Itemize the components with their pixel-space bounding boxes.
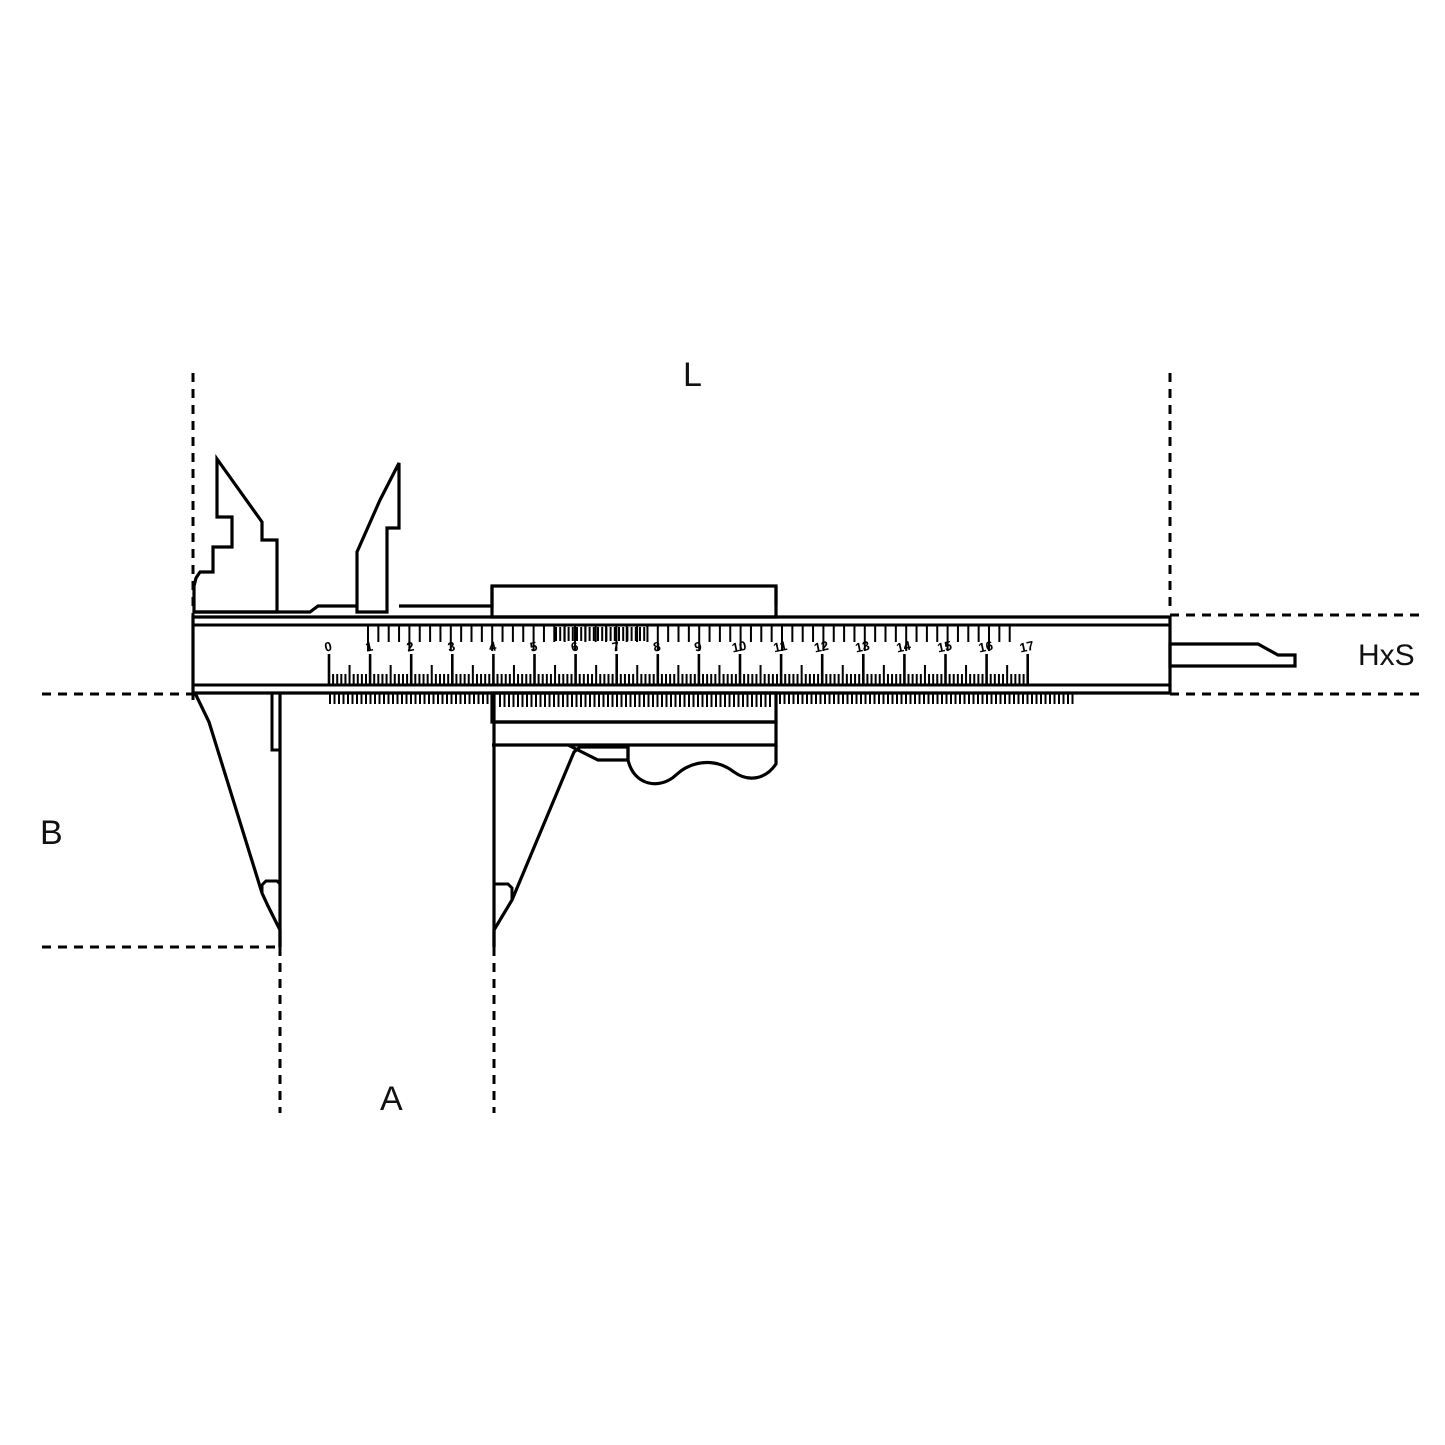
beam-top-to-slider	[399, 586, 494, 608]
fixed-lower-jaw-measuring-face	[260, 879, 282, 893]
fixed-lower-jaw-step	[270, 693, 280, 752]
dimension-label-A: A	[380, 1080, 403, 1118]
vernier-slider-top-body	[490, 584, 778, 619]
beam-outline	[191, 615, 1172, 695]
scale-number: 12	[813, 638, 830, 656]
scale-number: 13	[854, 638, 871, 656]
thumb-roll-bracket	[567, 743, 630, 762]
dimension-label-B: B	[40, 814, 63, 852]
thumb-roll	[626, 745, 778, 786]
graduated-beam	[191, 586, 1172, 695]
scale-number: 9	[693, 639, 703, 655]
scale-number: 17	[1018, 638, 1035, 656]
depth-measuring-rod	[1168, 642, 1297, 668]
scale-number: 10	[730, 638, 747, 656]
scale-number: 14	[895, 638, 913, 656]
main-scale-graduations	[327, 654, 1029, 685]
scale-number: 11	[772, 638, 789, 656]
fixed-upper-knife-jaw	[192, 454, 279, 614]
scale-number: 1	[364, 639, 374, 655]
dimension-label-L: L	[683, 356, 702, 394]
vernier-slider-bottom-body2	[492, 720, 778, 747]
fixed-lower-jaw-outer	[193, 692, 282, 947]
sliding-lower-jaw-measuring-face	[494, 882, 514, 900]
vernier-scale-graduations	[329, 627, 1074, 707]
upper-scale-graduations	[367, 625, 1011, 651]
dimension-label-HxS: HxS	[1358, 639, 1415, 672]
scale-number: 15	[936, 638, 953, 656]
dimension-extension-lines	[42, 373, 1425, 1113]
sliding-lower-jaw-outer	[492, 745, 628, 947]
beam-left-top-step	[277, 604, 357, 614]
scale-number: 0	[323, 639, 333, 655]
sliding-upper-knife-jaw	[355, 462, 401, 614]
